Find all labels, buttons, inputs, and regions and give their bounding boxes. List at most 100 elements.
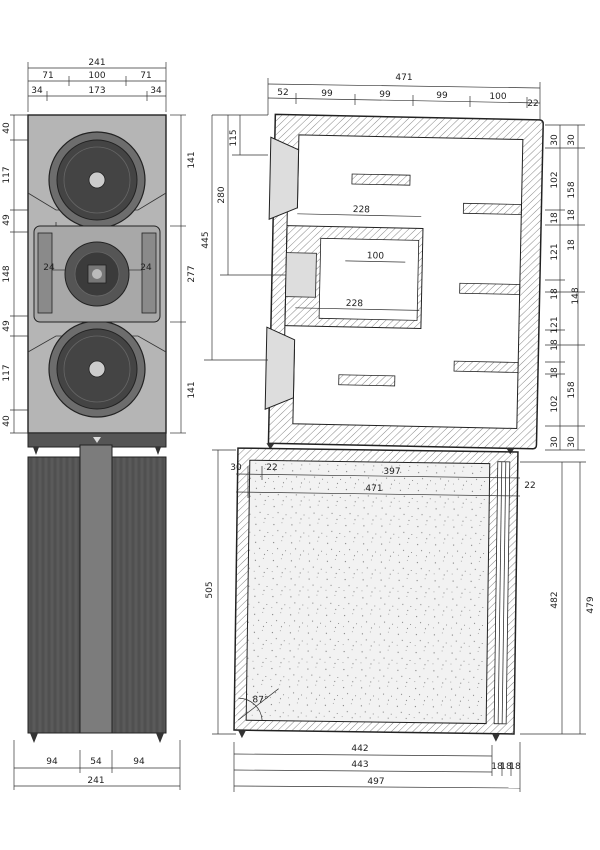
section-right-18-d: 18 [550,367,560,379]
section-right-18-b: 18 [550,288,560,300]
front-bottom-dimensions: 94 54 94 241 [13,740,181,790]
section-seg-99a: 99 [321,89,333,99]
upper-woofer [48,131,146,229]
front-width-left: 71 [42,71,53,81]
base-inner-panel [245,459,491,725]
section-right-102-bottom: 102 [550,395,560,412]
front-height-gap-lower: 49 [2,320,12,332]
brace-4 [453,360,519,373]
front-width-right: 71 [140,71,151,81]
section-inner-228-bottom: 228 [346,299,364,309]
stand-width-total: 241 [87,776,104,786]
front-height-lower-section: 141 [187,381,197,398]
front-top-dimensions: 241 71 100 71 34 173 34 [27,58,167,112]
section-right-102-top: 102 [550,171,560,188]
brace-3 [459,282,521,295]
stand-right-post [111,456,167,734]
plinth-marker [93,437,101,443]
base-left-dimension: 505 [205,449,236,735]
section-seg-52: 52 [277,88,288,98]
base-width-18a: 18 [491,762,503,772]
section-right-121-bottom: 121 [550,316,560,333]
stand-width-left: 94 [46,757,58,767]
base-right-dimensions: 482 479 [520,461,596,735]
section-right-18-a: 18 [550,212,560,224]
front-width-edge-left: 34 [31,86,43,96]
base-frame: 87° [233,447,519,742]
base-bottom-dimensions: 442 443 18 18 18 497 [233,742,521,792]
base-width-18c: 18 [509,762,521,772]
front-width-mid: 100 [88,71,105,81]
section-right-121-top: 121 [550,243,560,260]
section-inner-100: 100 [367,251,385,261]
section-left-dimensions: 115 280 445 [201,114,286,361]
angle-label: 87° [252,695,268,705]
section-right-30-top: 30 [550,134,560,146]
front-height-upper-section: 141 [187,151,197,168]
base-width-442: 442 [351,744,368,754]
stand-width-center: 54 [90,757,102,767]
stand-left-post [27,456,81,734]
section-seg-99c: 99 [436,91,448,101]
section-right-dimensions: 30 102 18 121 18 148 18 121 18 102 30 30… [545,124,585,451]
base-width-18b: 18 [500,762,512,772]
front-width-total: 241 [88,58,105,68]
base-label-397: 397 [383,467,400,477]
base-height-482: 482 [550,591,560,608]
front-width-edge-right: 34 [150,86,162,96]
stand-center-post [79,444,113,734]
front-height-woofer-upper: 117 [2,166,12,183]
base-label-22-left: 22 [266,463,277,473]
section-outer-18-top: 18 [567,209,577,221]
base-label-30: 30 [230,463,242,473]
section-right-18-c: 18 [550,339,560,351]
section-outer-18-bottom: 18 [567,239,577,251]
front-right-dimensions: 141 277 141 [170,114,197,434]
base-top-dimensions: 30 22 397 471 22 [230,463,536,498]
section-outer-158-top: 158 [567,181,577,198]
front-height-gap-upper: 49 [2,214,12,226]
base-side-rail [493,461,511,725]
base-height-479: 479 [586,596,596,613]
midrange-inset-left: 24 [43,263,55,273]
section-height-115: 115 [229,129,239,146]
angle-arc [238,697,263,721]
base-label-22-right: 22 [524,481,535,491]
front-left-dimensions: 40 117 49 148 49 117 40 [2,114,28,434]
front-height-mid-panel: 148 [2,265,12,282]
section-outer-158-bottom: 158 [567,381,577,398]
cabinet-section: 228 100 228 [264,113,544,455]
upper-woofer-section [268,136,300,220]
front-height-middle-section: 277 [187,265,197,282]
brace-5 [338,374,396,387]
section-outer-30-bottom: 30 [567,436,577,448]
front-height-bottom-margin: 40 [2,415,12,427]
midrange-driver-section [285,252,317,298]
midrange-driver [64,241,130,307]
midrange-chamber [318,237,420,321]
brace-1 [351,173,411,186]
base-label-471: 471 [365,484,382,494]
right-port-slot [141,232,157,314]
section-outer-30-top: 30 [567,134,577,146]
left-port-slot [37,232,53,314]
base-width-443: 443 [351,760,368,770]
section-seg-22: 22 [527,99,538,109]
base-width-497: 497 [367,777,384,787]
section-depth-total: 471 [395,73,412,83]
brace-2 [462,202,522,215]
base-height-505: 505 [205,581,215,598]
section-view: 471 52 99 99 99 100 22 228 [201,73,585,455]
front-height-woofer-lower: 117 [2,364,12,381]
section-height-445: 445 [201,231,211,248]
base-view: 87° 30 22 397 471 22 505 482 4 [205,447,596,792]
section-inner-228-top: 228 [353,205,371,215]
front-height-top-margin: 40 [2,122,12,134]
front-view: 241 71 100 71 34 173 34 [2,58,197,790]
section-top-dimensions: 471 52 99 99 99 100 22 [267,73,541,120]
section-height-280: 280 [217,186,227,203]
lower-woofer-section [264,326,296,410]
section-seg-99b: 99 [379,90,391,100]
midrange-inset-right: 24 [140,263,152,273]
